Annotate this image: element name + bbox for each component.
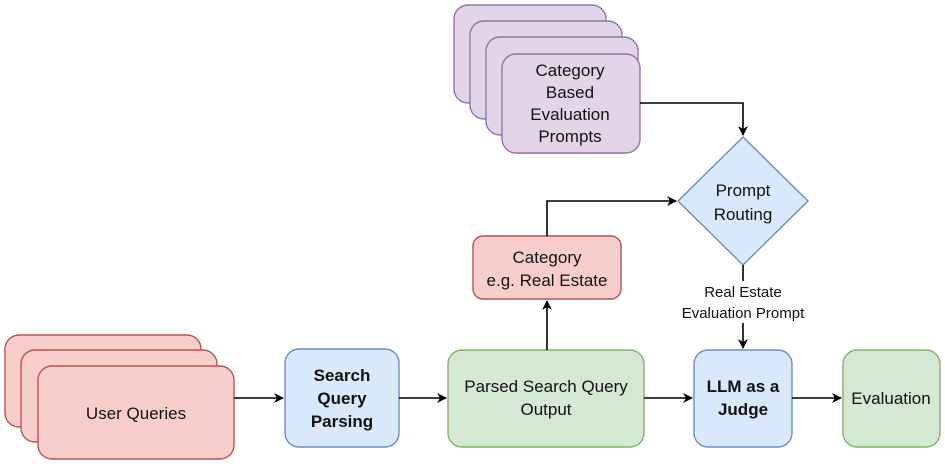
parsed-output-box <box>447 349 645 448</box>
query-card-front <box>37 365 235 460</box>
user-queries-stack: User Queries <box>4 334 235 460</box>
edge-label-line2: Evaluation Prompt <box>682 305 805 322</box>
parsed-output-label-line1: Parsed Search Query <box>464 377 628 396</box>
routing-diamond <box>677 136 809 266</box>
llm-judge-label-line1: LLM as a <box>707 377 780 396</box>
parsed-output-node: Parsed Search Query Output <box>447 349 645 448</box>
user-queries-label: User Queries <box>86 404 186 423</box>
evaluation-prompts-stack: Category Based Evaluation Prompts <box>453 4 641 154</box>
evaluation-box <box>842 349 941 448</box>
edge-label-line1: Real Estate <box>704 284 782 301</box>
routing-label-line2: Routing <box>714 205 773 224</box>
prompts-label-line2: Based <box>546 83 594 102</box>
search-parsing-label-line3: Parsing <box>311 412 373 431</box>
edge-label-background <box>668 281 820 323</box>
edge-prompts-to-routing <box>640 102 748 136</box>
prompt-routing-decision: Prompt Routing <box>677 136 809 266</box>
routing-label-line1: Prompt <box>716 181 771 200</box>
llm-judge-box <box>693 349 793 448</box>
parsed-output-label-line2: Output <box>520 400 571 419</box>
prompts-label-line4: Prompts <box>538 127 601 146</box>
category-label-line1: Category <box>513 248 582 267</box>
evaluation-node: Evaluation <box>842 349 941 448</box>
edge-category-to-routing <box>546 196 677 236</box>
search-parsing-node: Search Query Parsing <box>284 348 400 448</box>
prompts-label-line3: Evaluation <box>530 105 609 124</box>
llm-judge-label-line2: Judge <box>718 400 768 419</box>
category-node: Category e.g. Real Estate <box>472 235 622 300</box>
evaluation-label: Evaluation <box>851 389 930 408</box>
category-label-line2: e.g. Real Estate <box>487 271 608 290</box>
search-parsing-label-line2: Query <box>317 389 367 408</box>
search-parsing-label-line1: Search <box>314 366 371 385</box>
llm-judge-node: LLM as a Judge <box>693 349 793 448</box>
edge-label-routing-to-judge: Real Estate Evaluation Prompt <box>668 281 820 323</box>
prompts-label-line1: Category <box>536 61 605 80</box>
